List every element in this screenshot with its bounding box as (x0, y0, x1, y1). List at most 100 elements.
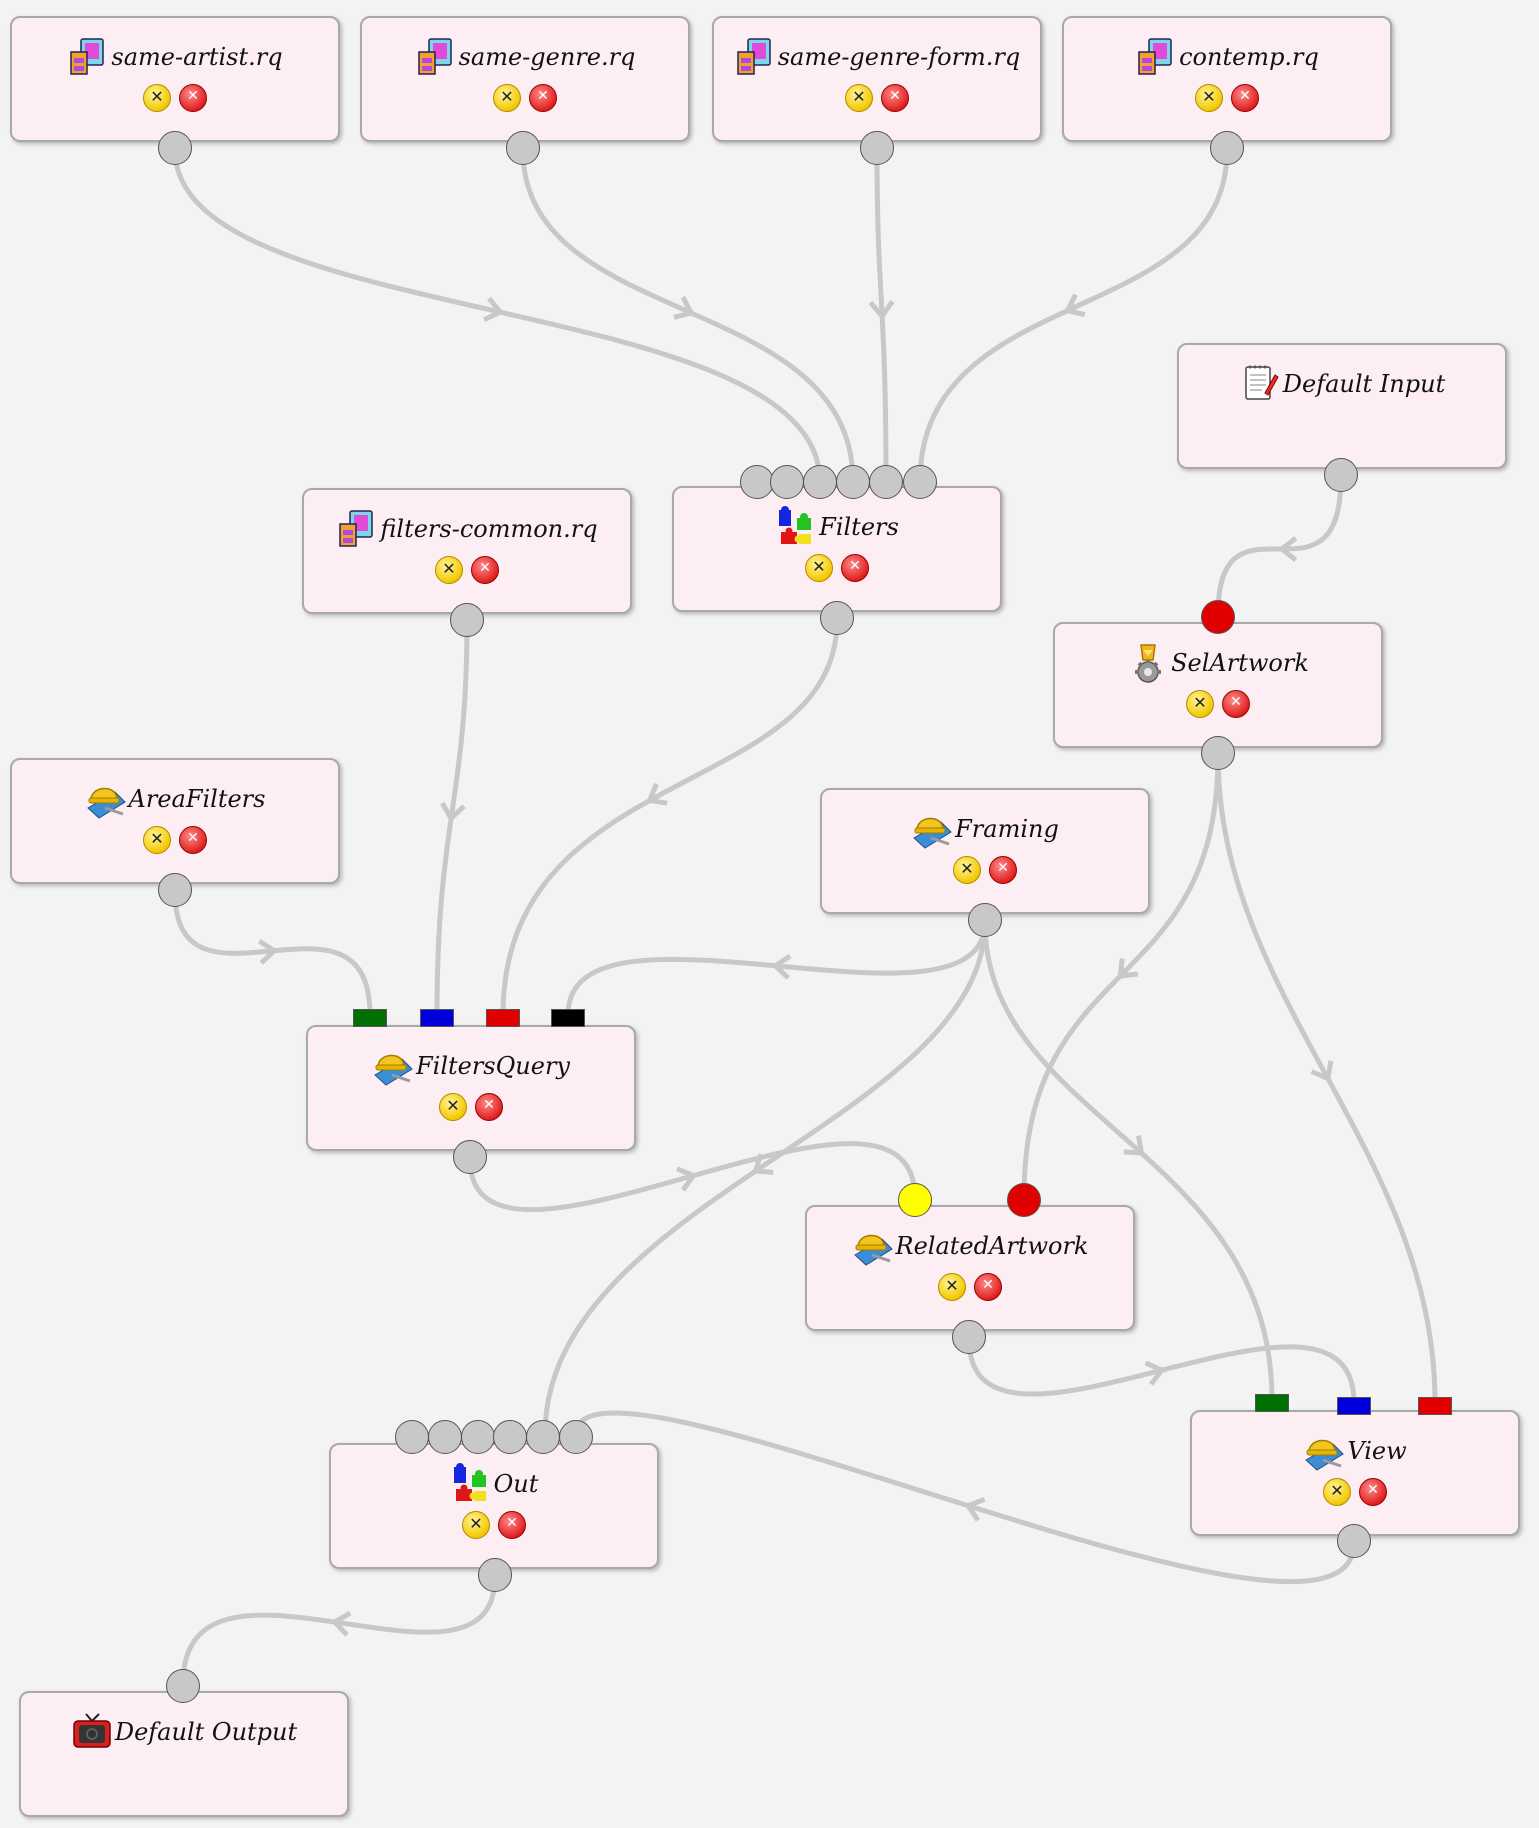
wire-contemp-to-filters[interactable] (917, 147, 1230, 485)
node-title: View (1192, 1430, 1518, 1472)
edit-tool-icon[interactable] (805, 554, 833, 582)
delete-icon[interactable] (974, 1273, 1002, 1301)
node-same-genre[interactable]: same-genre.rq (360, 16, 690, 142)
edit-tool-icon[interactable] (439, 1093, 467, 1121)
delete-icon[interactable] (1222, 690, 1250, 718)
node-out[interactable]: Out (329, 1443, 659, 1569)
delete-icon[interactable] (475, 1093, 503, 1121)
output-port-relatedartwork[interactable] (952, 1320, 986, 1354)
input-port-out-4[interactable] (493, 1420, 527, 1454)
output-port-same-genre-form[interactable] (860, 131, 894, 165)
input-port-view-3[interactable] (1418, 1397, 1452, 1415)
input-port-default-output-1[interactable] (166, 1669, 200, 1703)
query-file-icon (1135, 36, 1177, 78)
node-same-artist[interactable]: same-artist.rq (10, 16, 340, 142)
output-port-out[interactable] (478, 1558, 512, 1592)
node-title: same-genre-form.rq (714, 36, 1040, 78)
builder-icon (852, 1225, 894, 1267)
node-filtersquery[interactable]: FiltersQuery (306, 1025, 636, 1151)
node-view[interactable]: View (1190, 1410, 1520, 1536)
input-port-view-1[interactable] (1255, 1394, 1289, 1412)
output-port-contemp[interactable] (1210, 131, 1244, 165)
wire-arrow-areafilters-to-filtersquery (257, 938, 279, 965)
node-buttons (308, 1093, 634, 1121)
edit-tool-icon[interactable] (1323, 1478, 1351, 1506)
edit-tool-icon[interactable] (143, 826, 171, 854)
edit-tool-icon[interactable] (462, 1511, 490, 1539)
input-port-filters-5[interactable] (869, 465, 903, 499)
delete-icon[interactable] (498, 1511, 526, 1539)
input-port-filters-2[interactable] (770, 465, 804, 499)
input-port-filtersquery-4[interactable] (551, 1009, 585, 1027)
wire-default-input-to-selartwork[interactable] (1215, 474, 1344, 618)
node-contemp[interactable]: contemp.rq (1062, 16, 1392, 142)
edit-tool-icon[interactable] (435, 556, 463, 584)
input-port-out-6[interactable] (559, 1420, 593, 1454)
input-port-relatedartwork-2[interactable] (1007, 1183, 1041, 1217)
node-selartwork[interactable]: SelArtwork (1053, 622, 1383, 748)
output-port-default-input[interactable] (1324, 458, 1358, 492)
node-areafilters[interactable]: AreaFilters (10, 758, 340, 884)
wire-filters-to-filtersquery[interactable] (500, 617, 840, 1018)
node-filters-common[interactable]: filters-common.rq (302, 488, 632, 614)
output-port-filtersquery[interactable] (453, 1140, 487, 1174)
input-port-out-3[interactable] (461, 1420, 495, 1454)
node-default-input[interactable]: Default Input (1177, 343, 1507, 469)
output-port-view[interactable] (1337, 1524, 1371, 1558)
node-relatedartwork[interactable]: RelatedArtwork (805, 1205, 1135, 1331)
input-port-filtersquery-1[interactable] (353, 1009, 387, 1027)
output-port-same-genre[interactable] (506, 131, 540, 165)
wire-arrow-same-artist-to-filters (483, 296, 505, 323)
edit-tool-icon[interactable] (1195, 84, 1223, 112)
output-port-filters[interactable] (820, 601, 854, 635)
node-label: same-genre.rq (458, 43, 636, 71)
delete-icon[interactable] (1231, 84, 1259, 112)
node-label: View (1347, 1437, 1407, 1465)
node-same-genre-form[interactable]: same-genre-form.rq (712, 16, 1042, 142)
edit-tool-icon[interactable] (143, 84, 171, 112)
edit-tool-icon[interactable] (938, 1273, 966, 1301)
wire-framing-to-view[interactable] (982, 919, 1275, 1403)
input-port-out-5[interactable] (526, 1420, 560, 1454)
wire-filters-common-to-filtersquery[interactable] (434, 619, 470, 1018)
delete-icon[interactable] (471, 556, 499, 584)
node-default-output[interactable]: Default Output (19, 1691, 349, 1817)
delete-icon[interactable] (179, 84, 207, 112)
edit-tool-icon[interactable] (1186, 690, 1214, 718)
input-port-filters-1[interactable] (740, 465, 774, 499)
input-port-filters-6[interactable] (903, 465, 937, 499)
input-port-filtersquery-3[interactable] (486, 1009, 520, 1027)
node-filters[interactable]: Filters (672, 486, 1002, 612)
output-port-same-artist[interactable] (158, 131, 192, 165)
input-port-filters-3[interactable] (803, 465, 837, 499)
input-port-filters-4[interactable] (836, 465, 870, 499)
node-framing[interactable]: Framing (820, 788, 1150, 914)
output-port-filters-common[interactable] (450, 603, 484, 637)
edit-tool-icon[interactable] (953, 856, 981, 884)
input-port-relatedartwork-1[interactable] (898, 1183, 932, 1217)
edit-tool-icon[interactable] (845, 84, 873, 112)
delete-icon[interactable] (881, 84, 909, 112)
output-port-framing[interactable] (968, 903, 1002, 937)
output-port-areafilters[interactable] (158, 873, 192, 907)
delete-icon[interactable] (1359, 1478, 1387, 1506)
wire-framing-to-out[interactable] (542, 919, 988, 1438)
input-port-out-2[interactable] (428, 1420, 462, 1454)
wire-same-genre-form-to-filters[interactable] (874, 147, 889, 485)
delete-icon[interactable] (179, 826, 207, 854)
input-port-view-2[interactable] (1337, 1397, 1371, 1415)
input-port-out-1[interactable] (395, 1420, 429, 1454)
query-file-icon (67, 36, 109, 78)
node-title: Framing (822, 808, 1148, 850)
wire-out-to-default-output[interactable] (180, 1574, 498, 1687)
puzzle-icon (775, 506, 817, 548)
input-port-selartwork-1[interactable] (1201, 600, 1235, 634)
delete-icon[interactable] (989, 856, 1017, 884)
edit-tool-icon[interactable] (493, 84, 521, 112)
delete-icon[interactable] (529, 84, 557, 112)
output-port-selartwork[interactable] (1201, 736, 1235, 770)
delete-icon[interactable] (841, 554, 869, 582)
input-port-filtersquery-2[interactable] (420, 1009, 454, 1027)
node-label: AreaFilters (128, 785, 266, 813)
